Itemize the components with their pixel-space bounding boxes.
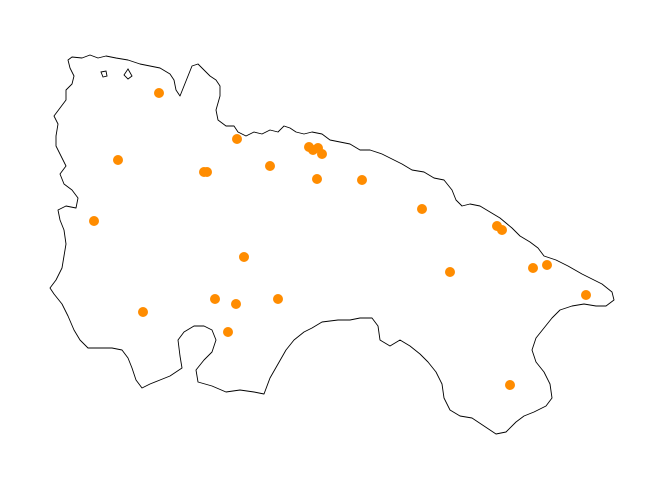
location-point <box>202 167 212 177</box>
enclave-outline-small <box>100 70 108 78</box>
location-point <box>113 155 123 165</box>
location-point <box>505 380 515 390</box>
location-point <box>239 252 249 262</box>
location-point <box>232 134 242 144</box>
points-layer <box>89 88 591 390</box>
location-point <box>445 267 455 277</box>
location-point <box>273 294 283 304</box>
location-point <box>265 161 275 171</box>
location-point <box>312 174 322 184</box>
location-point <box>581 290 591 300</box>
location-point <box>223 327 233 337</box>
location-point <box>497 225 507 235</box>
location-point <box>231 299 241 309</box>
location-point <box>317 149 327 159</box>
location-point <box>542 260 552 270</box>
location-point <box>210 294 220 304</box>
location-point <box>89 216 99 226</box>
location-point <box>357 175 367 185</box>
location-point <box>154 88 164 98</box>
location-point <box>138 307 148 317</box>
location-point <box>528 263 538 273</box>
enclave-outline-large <box>123 68 133 80</box>
location-point <box>417 204 427 214</box>
region-outline <box>49 54 615 435</box>
